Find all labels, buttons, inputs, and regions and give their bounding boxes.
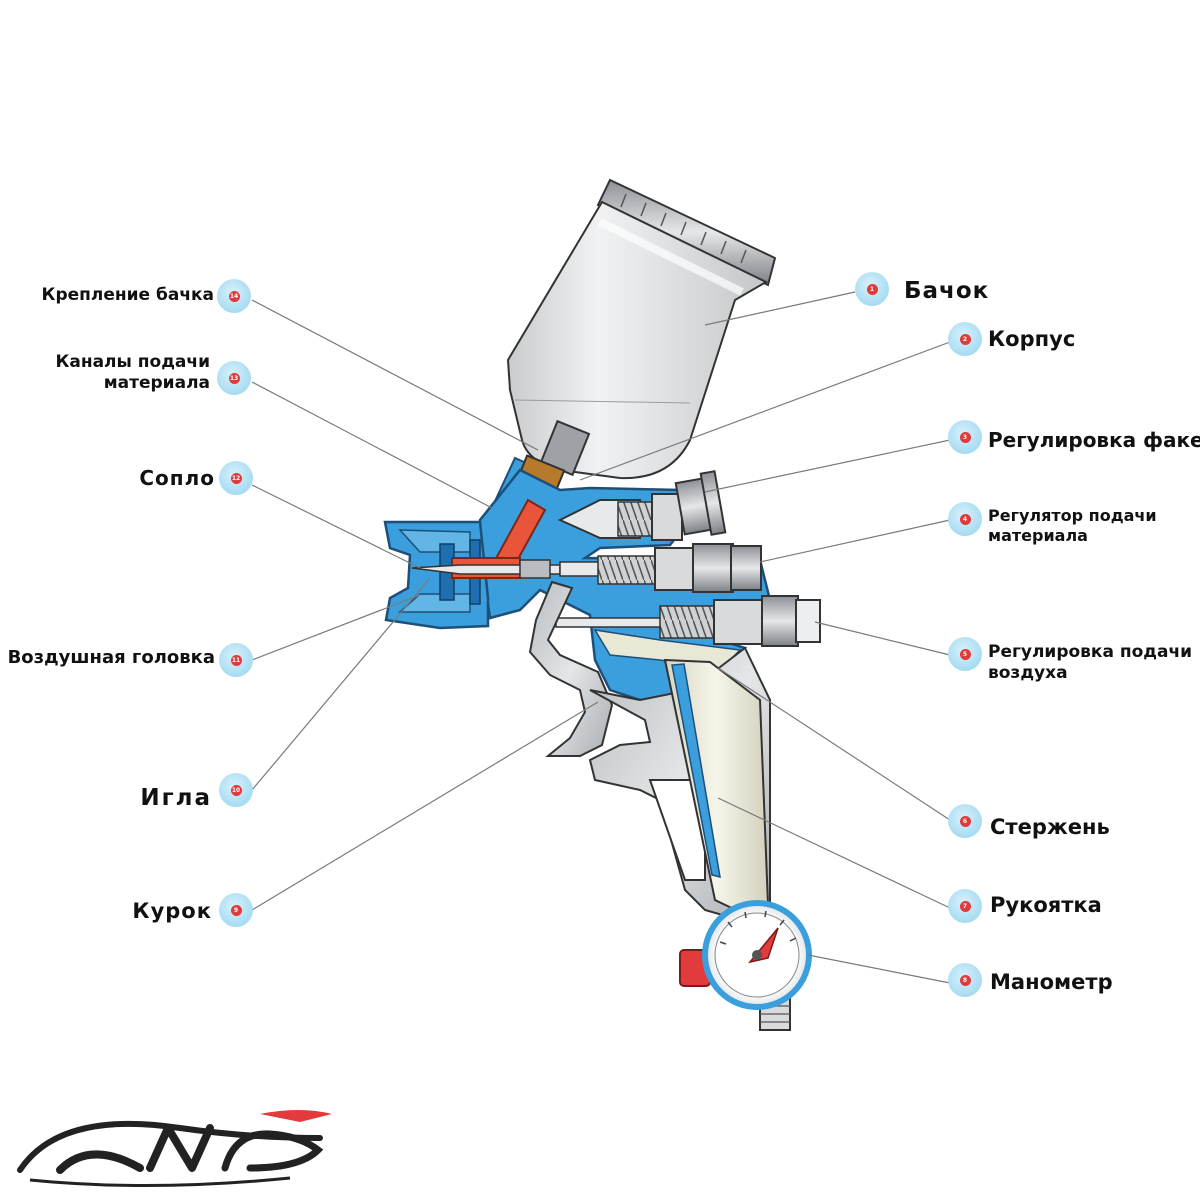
badge-14: 14 (217, 279, 251, 313)
badge-13: 13 (217, 361, 251, 395)
label-fan-adjust: Регулировка факела (988, 428, 1200, 452)
gauge (679, 900, 812, 1031)
label-needle: Игла (140, 785, 212, 811)
logo-icon (17, 1110, 332, 1188)
badge-5: 5 (948, 637, 982, 671)
badge-3: 3 (948, 420, 982, 454)
label-fluid-channels: Каналы подачи материала (55, 352, 210, 394)
label-cup-mount: Крепление бачка (41, 285, 214, 305)
label-air-adjust: Регулировка подачи воздуха (988, 642, 1193, 684)
badge-7: 7 (948, 889, 982, 923)
badge-1: 1 (855, 272, 889, 306)
gun-body (383, 468, 821, 702)
label-gauge: Манометр (990, 970, 1113, 994)
badge-2: 2 (948, 322, 982, 356)
cup-group (506, 178, 777, 480)
badge-9: 9 (219, 893, 253, 927)
badge-10: 10 (219, 773, 253, 807)
label-air-cap: Воздушная головка (7, 647, 215, 668)
label-handle: Рукоятка (990, 893, 1102, 917)
label-rod: Стержень (990, 815, 1110, 839)
label-trigger: Курок (132, 899, 212, 923)
handle (588, 646, 771, 922)
trigger (528, 580, 614, 757)
label-fluid-regulator: Регулятор подачи материала (988, 506, 1157, 545)
leader-lines (251, 291, 951, 984)
badge-6: 6 (948, 804, 982, 838)
badge-4: 4 (948, 502, 982, 536)
label-cup: Бачок (904, 278, 990, 304)
label-body: Корпус (988, 327, 1076, 351)
badge-11: 11 (219, 643, 253, 677)
label-nozzle: Сопло (139, 466, 215, 490)
badge-12: 12 (219, 461, 253, 495)
badge-8: 8 (948, 963, 982, 997)
